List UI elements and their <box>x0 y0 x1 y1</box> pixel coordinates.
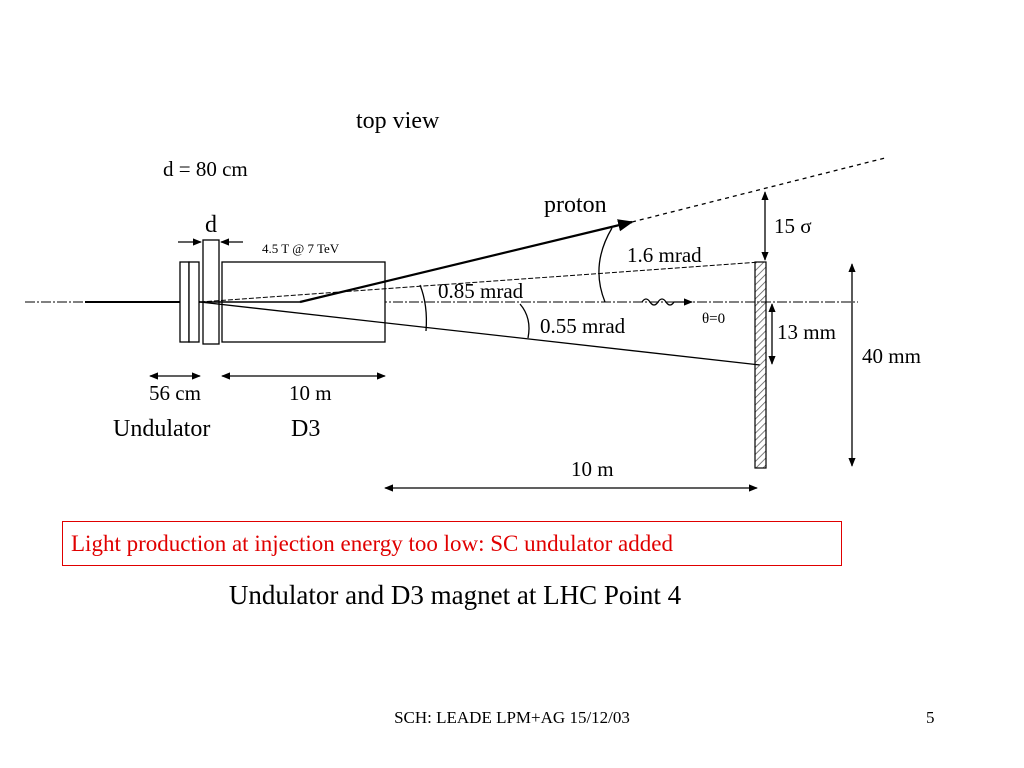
undulator-length-label: 56 cm <box>149 381 201 405</box>
undulator-block-2 <box>188 261 200 343</box>
angle-cone-lower-label: 0.55 mrad <box>540 314 626 338</box>
undulator-block-3 <box>202 239 220 345</box>
footer-text: SCH: LEADE LPM+AG 15/12/03 <box>394 708 630 727</box>
drift-length-label: 10 m <box>571 457 614 481</box>
cone-upper-line <box>199 261 761 303</box>
sigma-label: 15 σ <box>774 214 812 238</box>
arc-cone-upper <box>419 284 428 332</box>
arc-cone-lower <box>519 303 530 339</box>
slide-caption: Undulator and D3 magnet at LHC Point 4 <box>228 580 682 610</box>
field-label: 4.5 T @ 7 TeV <box>262 241 340 256</box>
undulator-block-1 <box>179 261 190 343</box>
proton-label: proton <box>544 192 607 218</box>
d3-name: D3 <box>291 416 320 442</box>
d3-length-label: 10 m <box>289 381 332 405</box>
photon-wave <box>641 298 693 306</box>
height-40-label: 40 mm <box>862 344 921 368</box>
angle-cone-upper-label: 0.85 mrad <box>438 279 524 303</box>
diagram-title: top view <box>356 108 440 134</box>
d-definition: d = 80 cm <box>163 157 248 181</box>
proton-extension <box>631 157 886 223</box>
screen <box>754 261 767 469</box>
d-label: d <box>205 212 217 238</box>
height-13-label: 13 mm <box>777 320 836 344</box>
beamline-diagram: top view d = 80 cm d 4.5 T @ 7 TeV proto… <box>25 108 921 492</box>
arc-proton-angle <box>598 227 613 303</box>
angle-proton-label: 1.6 mrad <box>627 243 702 267</box>
note-box: Light production at injection energy too… <box>62 521 842 566</box>
proton-trajectory <box>299 219 634 304</box>
page-number: 5 <box>926 708 935 727</box>
undulator-name: Undulator <box>113 416 210 442</box>
theta-label: θ=0 <box>702 311 725 327</box>
cone-lower-line <box>199 301 761 366</box>
